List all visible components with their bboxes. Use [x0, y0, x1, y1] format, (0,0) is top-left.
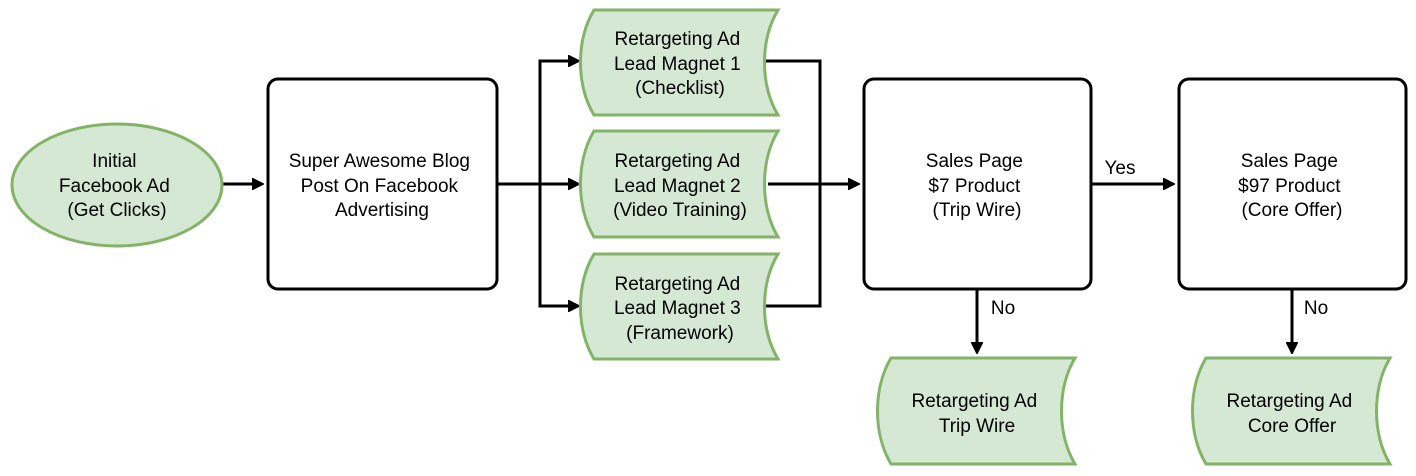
edge-label-yes: Yes — [1105, 158, 1136, 179]
node-label: Retargeting Ad Lead Magnet 1 (Checklist) — [614, 29, 746, 99]
ellipse-shape — [10, 122, 224, 248]
node-label: Sales Page $97 Product (Core Offer) — [1238, 151, 1346, 221]
tape-shape — [1191, 356, 1393, 466]
node-initial-facebook-ad: Initial Facebook Ad (Get Clicks) — [10, 122, 224, 248]
rect-shape — [862, 77, 1093, 291]
node-retargeting-core-offer: Retargeting Ad Core Offer — [1191, 356, 1393, 466]
node-retargeting-trip-wire: Retargeting Ad Trip Wire — [876, 356, 1078, 466]
node-sales-page-7: Sales Page $7 Product (Trip Wire) — [862, 77, 1093, 291]
tape-shape — [579, 129, 781, 239]
edges — [222, 61, 1292, 352]
node-blog-post: Super Awesome Blog Post On Facebook Adve… — [266, 77, 499, 291]
rect-shape — [1177, 77, 1408, 291]
rect-shape — [266, 77, 499, 291]
node-lead-magnet-2: Retargeting Ad Lead Magnet 2 (Video Trai… — [579, 129, 781, 239]
node-label: Super Awesome Blog Post On Facebook Adve… — [289, 151, 476, 221]
edge-magnet-1-to-sales-7 — [765, 59, 822, 184]
edge-magnet-3-to-sales-7 — [765, 184, 822, 308]
tape-shape — [579, 8, 781, 117]
node-label: Retargeting Ad Core Offer — [1227, 391, 1358, 437]
tape-shape — [579, 252, 781, 361]
edge-blog-to-magnet-3 — [538, 184, 578, 306]
node-sales-page-97: Sales Page $97 Product (Core Offer) — [1177, 77, 1408, 291]
node-label: Retargeting Ad Trip Wire — [912, 391, 1043, 437]
node-label: Initial Facebook Ad (Get Clicks) — [59, 151, 175, 221]
edge-label-no-core-offer: No — [1304, 298, 1328, 319]
node-lead-magnet-3: Retargeting Ad Lead Magnet 3 (Framework) — [579, 252, 781, 361]
node-label: Retargeting Ad Lead Magnet 2 (Video Trai… — [613, 151, 747, 221]
edge-labels: Yes No No — [991, 158, 1328, 319]
node-label: Retargeting Ad Lead Magnet 3 (Framework) — [614, 274, 746, 344]
tape-shape — [876, 356, 1078, 466]
node-lead-magnet-1: Retargeting Ad Lead Magnet 1 (Checklist) — [579, 8, 781, 117]
edge-label-no-trip-wire: No — [991, 298, 1015, 319]
node-label: Sales Page $7 Product (Trip Wire) — [926, 151, 1028, 221]
edge-blog-to-magnet-1 — [538, 61, 578, 184]
